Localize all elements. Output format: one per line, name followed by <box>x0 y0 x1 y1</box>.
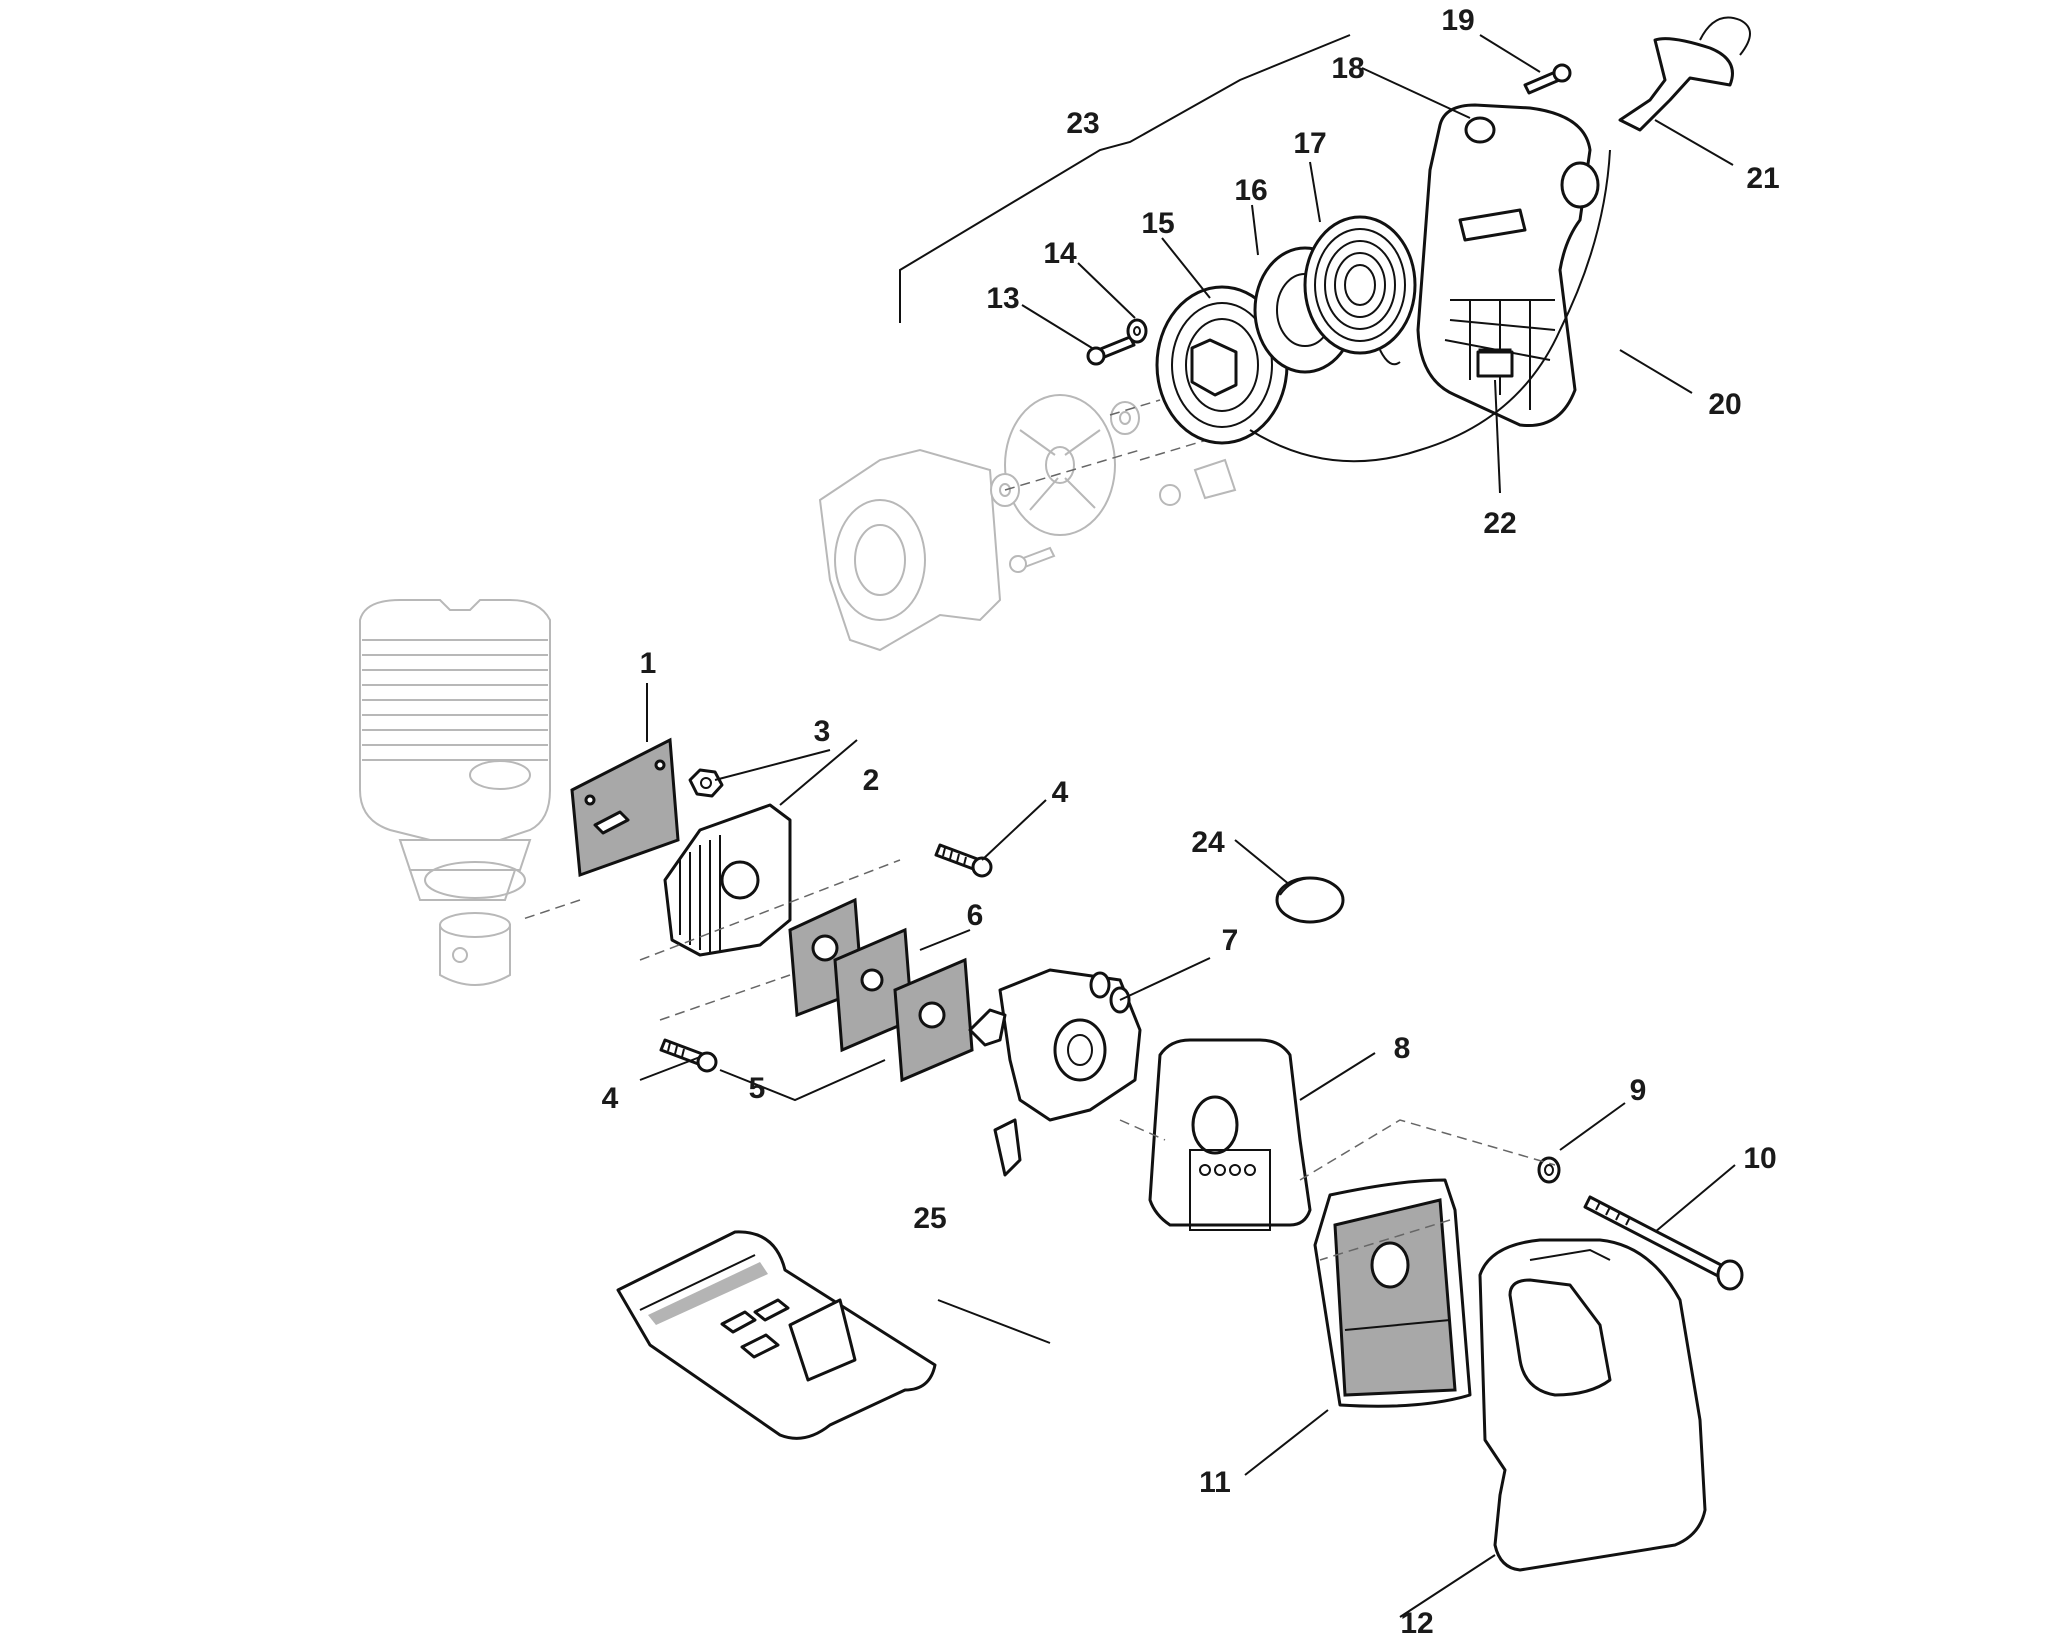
label-7: 7 <box>1222 924 1239 957</box>
label-22: 22 <box>1483 507 1516 540</box>
starter-washer-14 <box>1126 318 1148 344</box>
label-4-lower: 4 <box>602 1082 619 1115</box>
label-24: 24 <box>1191 826 1225 859</box>
filter-axis-lines <box>1119 1119 1556 1261</box>
label-15: 15 <box>1141 207 1174 240</box>
label-2: 2 <box>863 764 880 797</box>
gasket-1 <box>570 737 680 878</box>
label-20: 20 <box>1708 388 1741 421</box>
label-16: 16 <box>1234 174 1267 207</box>
label-25: 25 <box>913 1202 946 1235</box>
label-5: 5 <box>749 1072 766 1105</box>
label-3: 3 <box>814 715 831 748</box>
leader-lines <box>639 34 1736 1618</box>
ghost-fan-housing <box>818 448 1002 652</box>
air-filter-base-8 <box>1148 1038 1312 1231</box>
assembly-bracket-23 <box>899 34 1351 323</box>
housing-screw-19 <box>1523 63 1572 95</box>
nut-3 <box>688 768 724 798</box>
ghost-screw <box>1009 546 1056 573</box>
instruction-bag-25 <box>616 1230 937 1440</box>
ghost-piston-ring <box>424 861 526 899</box>
starter-spacer-22 <box>1476 350 1514 378</box>
label-14: 14 <box>1043 237 1077 270</box>
bolt-10 <box>1583 1195 1744 1291</box>
filter-cover-12 <box>1478 1238 1707 1572</box>
label-18: 18 <box>1331 52 1364 85</box>
screw-4-upper <box>934 843 993 878</box>
label-8: 8 <box>1394 1032 1411 1065</box>
carburetor-7 <box>968 968 1142 1177</box>
label-1: 1 <box>640 647 657 680</box>
primer-bulb-24 <box>1275 876 1345 924</box>
label-13: 13 <box>986 282 1019 315</box>
ghost-flywheel <box>1004 394 1116 536</box>
label-12: 12 <box>1400 1607 1433 1637</box>
ghost-piston <box>439 912 511 986</box>
starter-spring-17 <box>1303 215 1417 366</box>
label-4-upper: 4 <box>1052 776 1069 809</box>
starter-handle-21 <box>1618 16 1751 132</box>
ghost-pawl-spring <box>1159 458 1237 506</box>
screw-4-lower <box>659 1038 718 1073</box>
gasket-5b <box>893 957 974 1083</box>
intake-axis-lines <box>519 859 901 1021</box>
starter-rope-20 <box>1249 149 1611 463</box>
label-9: 9 <box>1630 1074 1647 1107</box>
label-11: 11 <box>1199 1466 1231 1499</box>
label-17: 17 <box>1293 127 1326 160</box>
ghost-cylinder <box>359 599 551 901</box>
label-23: 23 <box>1066 107 1099 140</box>
adapter-2 <box>663 803 792 957</box>
ghost-nut <box>1110 401 1140 435</box>
label-19: 19 <box>1441 4 1474 37</box>
starter-screw-13 <box>1086 335 1136 366</box>
label-6: 6 <box>967 899 984 932</box>
air-filter-11 <box>1313 1178 1472 1408</box>
label-21: 21 <box>1746 162 1779 195</box>
label-10: 10 <box>1743 1142 1776 1175</box>
